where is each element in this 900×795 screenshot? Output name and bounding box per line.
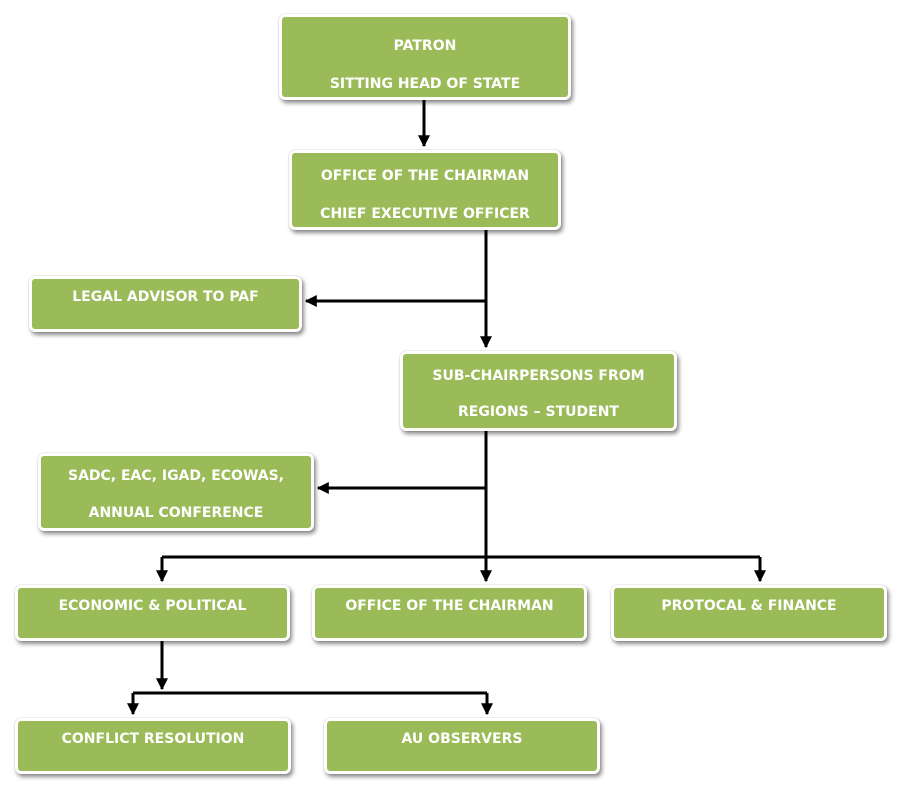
node-conflict-resolution: CONFLICT RESOLUTION — [15, 718, 291, 774]
node-regional-blocs: SADC, EAC, IGAD, ECOWAS, ANNUAL CONFEREN… — [38, 453, 314, 531]
node-office-of-the-chairman: OFFICE OF THE CHAIRMAN — [312, 585, 587, 641]
node-office-chairman-ceo: OFFICE OF THE CHAIRMAN CHIEF EXECUTIVE O… — [289, 150, 561, 230]
node-subchair-line-1: SUB-CHAIRPERSONS FROM — [432, 368, 645, 384]
node-sub-chairpersons: SUB-CHAIRPERSONS FROM REGIONS – STUDENT — [400, 351, 677, 431]
node-sadc-line-2: ANNUAL CONFERENCE — [88, 505, 264, 521]
node-subchair-line-2: REGIONS – STUDENT — [458, 404, 619, 420]
node-economic-political: ECONOMIC & POLITICAL — [15, 585, 290, 641]
node-office-ceo-line-2: CHIEF EXECUTIVE OFFICER — [320, 206, 530, 222]
node-protocal-line-1: PROTOCAL & FINANCE — [661, 598, 837, 614]
node-economic-line-1: ECONOMIC & POLITICAL — [58, 598, 247, 614]
node-sadc-line-1: SADC, EAC, IGAD, ECOWAS, — [67, 468, 284, 484]
node-patron: PATRON SITTING HEAD OF STATE — [279, 14, 571, 100]
node-legal-advisor: LEGAL ADVISOR TO PAF — [29, 276, 302, 332]
node-patron-line-1: PATRON — [393, 38, 457, 54]
node-conflict-line-1: CONFLICT RESOLUTION — [61, 731, 245, 747]
node-protocal-finance: PROTOCAL & FINANCE — [611, 585, 887, 641]
node-office-chair2-line-1: OFFICE OF THE CHAIRMAN — [345, 598, 554, 614]
node-au-line-1: AU OBSERVERS — [401, 731, 523, 747]
node-legal-line-1: LEGAL ADVISOR TO PAF — [72, 289, 259, 305]
node-patron-line-2: SITTING HEAD OF STATE — [329, 76, 521, 92]
node-au-observers: AU OBSERVERS — [324, 718, 600, 774]
node-office-ceo-line-1: OFFICE OF THE CHAIRMAN — [320, 168, 530, 184]
